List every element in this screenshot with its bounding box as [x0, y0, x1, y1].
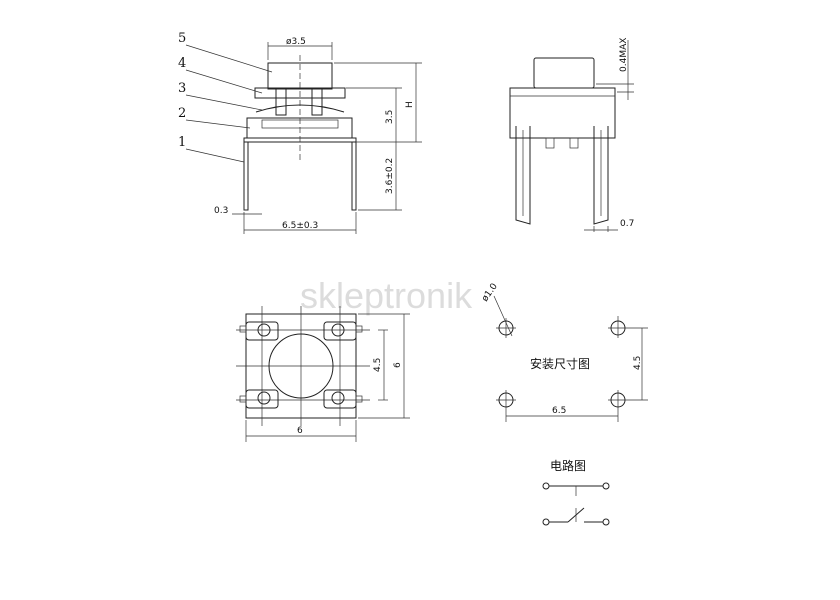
stem-left: [275, 88, 287, 116]
circuit-title: 电路图: [550, 458, 586, 473]
dim-pin-width: 0.3: [214, 206, 262, 216]
dim-mount-vertical: 4.5: [633, 328, 643, 400]
mounting-title: 安装尺寸图: [530, 356, 590, 371]
svg-text:4.5: 4.5: [373, 358, 383, 372]
right-pin: [351, 141, 357, 211]
svg-text:3.5: 3.5: [385, 110, 395, 124]
watermark-text: skleptronik: [300, 275, 473, 316]
svg-text:4.5: 4.5: [633, 356, 643, 370]
callouts: 5 4 3 2 1: [178, 31, 273, 163]
callout-1: 1: [178, 135, 186, 150]
dim-top-height: 6: [358, 313, 410, 419]
svg-text:3.6±0.2: 3.6±0.2: [385, 158, 395, 194]
left-pin: [243, 141, 249, 211]
dim-body-height: 3.5: [346, 87, 402, 142]
svg-text:6.5±0.3: 6.5±0.3: [282, 221, 318, 231]
dim-top-inner-pitch: 4.5: [373, 329, 388, 401]
svg-text:ø1.0: ø1.0: [480, 282, 500, 304]
dim-max-gap: 0.4MAX: [596, 38, 634, 100]
svg-text:0.7: 0.7: [620, 219, 634, 229]
svg-text:0.3: 0.3: [214, 206, 228, 216]
callout-4: 4: [178, 56, 186, 71]
dim-pin-thickness: 0.7: [584, 219, 634, 232]
upper-housing: [254, 87, 346, 99]
svg-text:H: H: [405, 101, 415, 108]
svg-text:0.4MAX: 0.4MAX: [619, 38, 629, 72]
mounting-footprint: 安装尺寸图 ø1.0 4.5: [480, 282, 648, 422]
callout-5: 5: [178, 31, 186, 46]
plunger-circle: [268, 333, 334, 399]
circuit-diagram: 电路图: [542, 458, 610, 526]
cap-body: [267, 62, 333, 90]
front-left-pin: [515, 126, 531, 225]
front-right-pin: [593, 126, 609, 225]
mounting-holes: [496, 316, 648, 422]
side-view: 5 4 3 2 1 ø3.5 H 3.: [178, 31, 422, 234]
dim-mount-horizontal: 6.5: [506, 406, 618, 417]
front-view: 0.4MAX 0.7: [509, 38, 634, 232]
svg-text:6: 6: [297, 426, 303, 436]
svg-text:6: 6: [393, 362, 403, 368]
svg-text:6.5: 6.5: [552, 406, 566, 416]
dim-pin-length: 3.6±0.2: [358, 142, 402, 211]
top-view: 4.5 6 6: [236, 306, 410, 442]
dim-height-h: H: [334, 62, 422, 143]
dim-cap-diameter: ø3.5: [267, 37, 333, 60]
stem-right: [311, 88, 323, 116]
dim-pin-spacing: 6.5±0.3: [243, 212, 357, 234]
svg-text:ø3.5: ø3.5: [286, 37, 306, 47]
front-body: [509, 87, 616, 139]
dim-top-width: 6: [245, 420, 357, 442]
callout-2: 2: [178, 106, 186, 121]
callout-3: 3: [178, 81, 186, 96]
front-cap: [533, 57, 595, 89]
